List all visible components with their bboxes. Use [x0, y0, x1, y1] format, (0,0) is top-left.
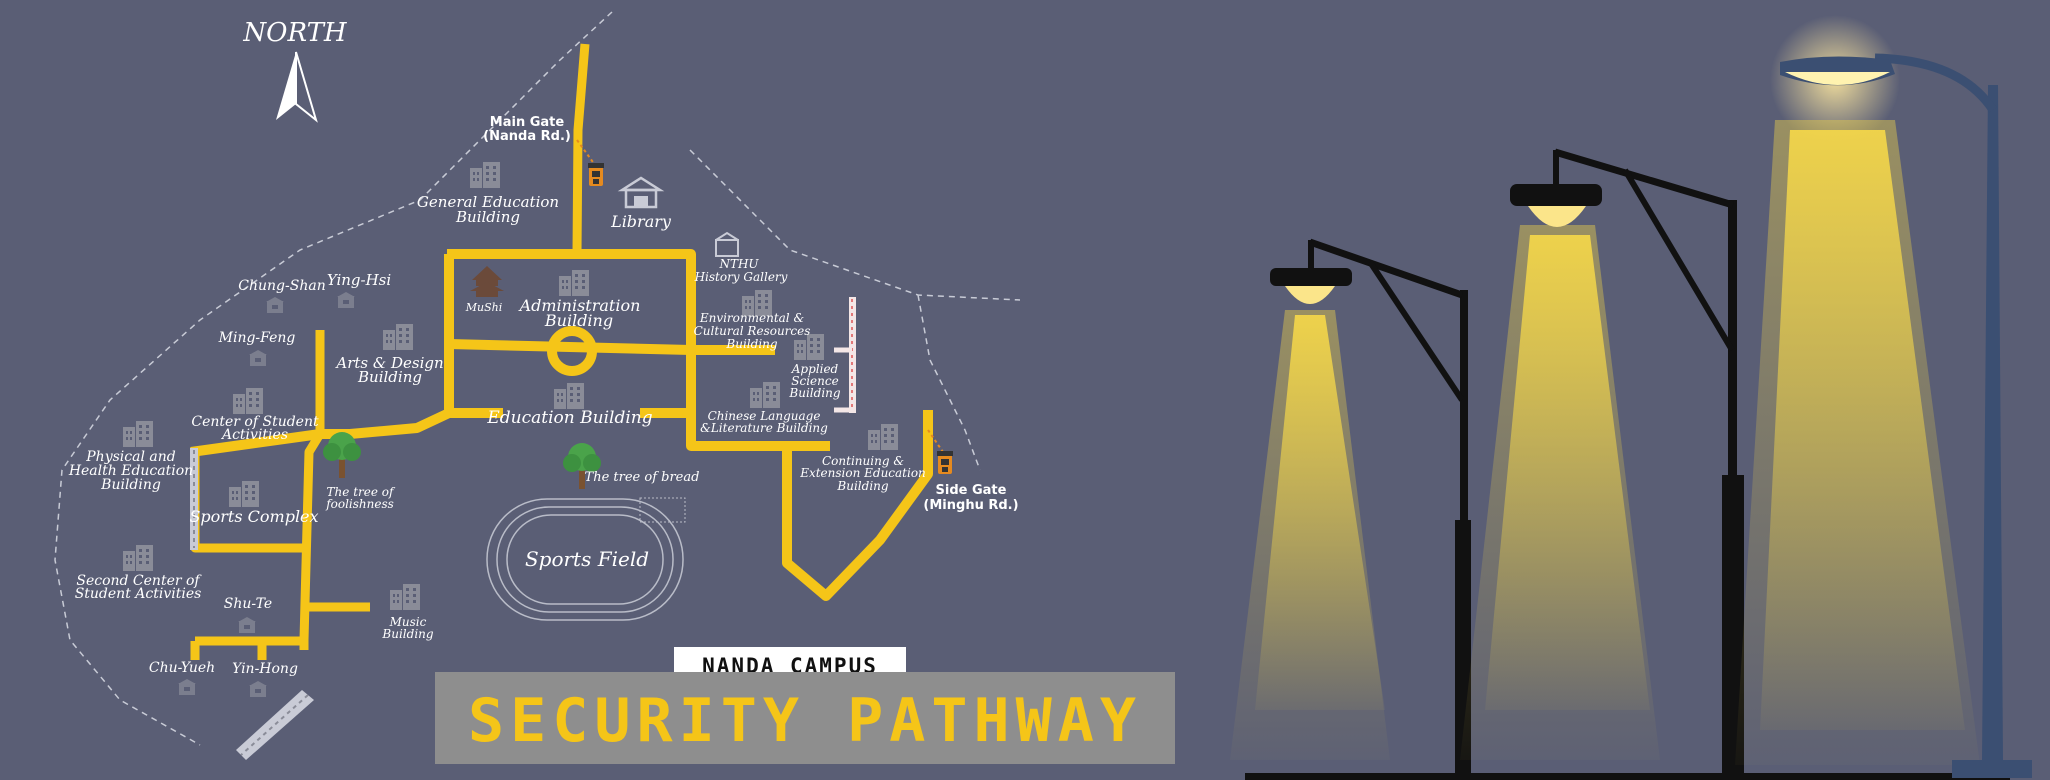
campus-boundary-east	[689, 149, 1021, 301]
education-building-icon	[554, 383, 584, 409]
gallery-icon	[715, 231, 739, 257]
street-lamp-small	[1230, 238, 1471, 775]
main-gate-guard-booth-icon	[588, 163, 604, 186]
second-center-building-icon	[123, 545, 153, 571]
title-banner: NANDA CAMPUS SECURITY PATHWAY	[435, 647, 1175, 764]
administration-building-icon	[559, 270, 589, 296]
nthu-gallery-label-2: History Gallery	[694, 270, 788, 284]
student-activities-label: Center of Student	[191, 414, 319, 430]
shu-te-label: Shu-Te	[224, 596, 272, 612]
continuing-education-label: Continuing &	[822, 454, 904, 468]
arts-design-label: Arts & Design	[334, 354, 443, 372]
nthu-gallery-label: NTHU	[718, 257, 759, 271]
student-activities-building-icon	[233, 388, 263, 414]
applied-science-label: Applied	[791, 362, 839, 376]
campus-boundary	[54, 11, 613, 746]
street-lamp-medium	[1460, 148, 1744, 775]
ying-hsi-label: Ying-Hsi	[327, 271, 392, 289]
ming-feng-label: Ming-Feng	[218, 330, 296, 346]
mushi-pagoda-icon	[470, 266, 504, 297]
tree-bread-label: The tree of bread	[585, 470, 700, 485]
applied-science-label-3: Building	[788, 386, 840, 400]
administration-label-2: Building	[544, 311, 613, 330]
campus-boundary-south-east	[917, 294, 981, 471]
street-lamps	[1230, 15, 2032, 780]
applied-science-label-2: Science	[791, 374, 838, 388]
continuing-education-label-3: Building	[836, 479, 888, 493]
chung-shan-label: Chung-Shan	[238, 278, 325, 294]
side-gate-road-label: (Minghu Rd.)	[923, 498, 1018, 513]
ying-hsi-dorm-icon	[337, 292, 355, 308]
tree-foolishness-label-2: foolishness	[325, 497, 394, 511]
physical-health-label: Physical and	[85, 449, 175, 465]
main-gate-label: Main Gate	[490, 115, 565, 130]
second-center-label: Second Center of	[76, 573, 202, 589]
ming-feng-dorm-icon	[249, 350, 267, 366]
mushi-label: MuShi	[465, 301, 503, 314]
chu-yueh-dorm-icon	[178, 679, 196, 695]
tree-foolishness-label: The tree of	[327, 485, 396, 499]
arts-design-label-2: Building	[357, 368, 422, 386]
continuing-education-label-2: Extension Education	[799, 466, 926, 480]
music-label: Music	[389, 615, 427, 629]
compass-label: NORTH	[242, 18, 348, 48]
chu-yueh-label: Chu-Yueh	[149, 660, 215, 676]
student-activities-label-2: Activities	[220, 427, 288, 443]
north-arrow-icon	[276, 51, 318, 123]
second-center-label-2: Student Activities	[75, 586, 202, 602]
yin-hong-dorm-icon	[249, 681, 267, 697]
environmental-label-2: Cultural Resources	[694, 324, 811, 338]
sports-complex-icon	[229, 481, 259, 507]
place-labels: General Education Building Library NTHU …	[68, 193, 926, 677]
physical-health-label-3: Building	[100, 477, 161, 493]
general-education-label-2: Building	[455, 208, 520, 226]
side-gate-label: Side Gate	[936, 483, 1007, 498]
library-icon	[617, 176, 665, 209]
sports-field-label: Sports Field	[525, 547, 649, 571]
library-label: Library	[610, 212, 672, 231]
street-lamp-large	[1735, 15, 2032, 778]
chung-shan-dorm-icon	[266, 297, 284, 313]
music-building-icon	[390, 584, 420, 610]
continuing-education-building-icon	[868, 424, 898, 450]
administration-label: Administration	[518, 296, 641, 315]
education-building-label: Education Building	[486, 408, 652, 428]
environmental-label: Environmental &	[699, 311, 805, 325]
yin-hong-label: Yin-Hong	[232, 661, 298, 677]
environmental-label-3: Building	[725, 337, 777, 351]
chinese-language-building-icon	[750, 382, 780, 408]
general-education-building-icon	[470, 162, 500, 188]
general-education-label: General Education	[417, 193, 559, 211]
main-gate-road-label: (Nanda Rd.)	[483, 129, 571, 144]
arts-design-building-icon	[383, 324, 413, 350]
chinese-language-label-2: &Literature Building	[700, 421, 828, 435]
music-label-2: Building	[381, 627, 433, 641]
side-gate-guard-booth-icon	[937, 451, 953, 474]
physical-health-building-icon	[123, 421, 153, 447]
sports-complex-label: Sports Complex	[189, 507, 318, 526]
physical-health-label-2: Health Education	[68, 463, 193, 479]
secondary-paths	[190, 139, 946, 760]
shu-te-dorm-icon	[238, 617, 256, 633]
banner-title: SECURITY PATHWAY	[468, 686, 1142, 756]
sports-field	[486, 497, 686, 621]
chinese-language-label: Chinese Language	[708, 409, 821, 423]
